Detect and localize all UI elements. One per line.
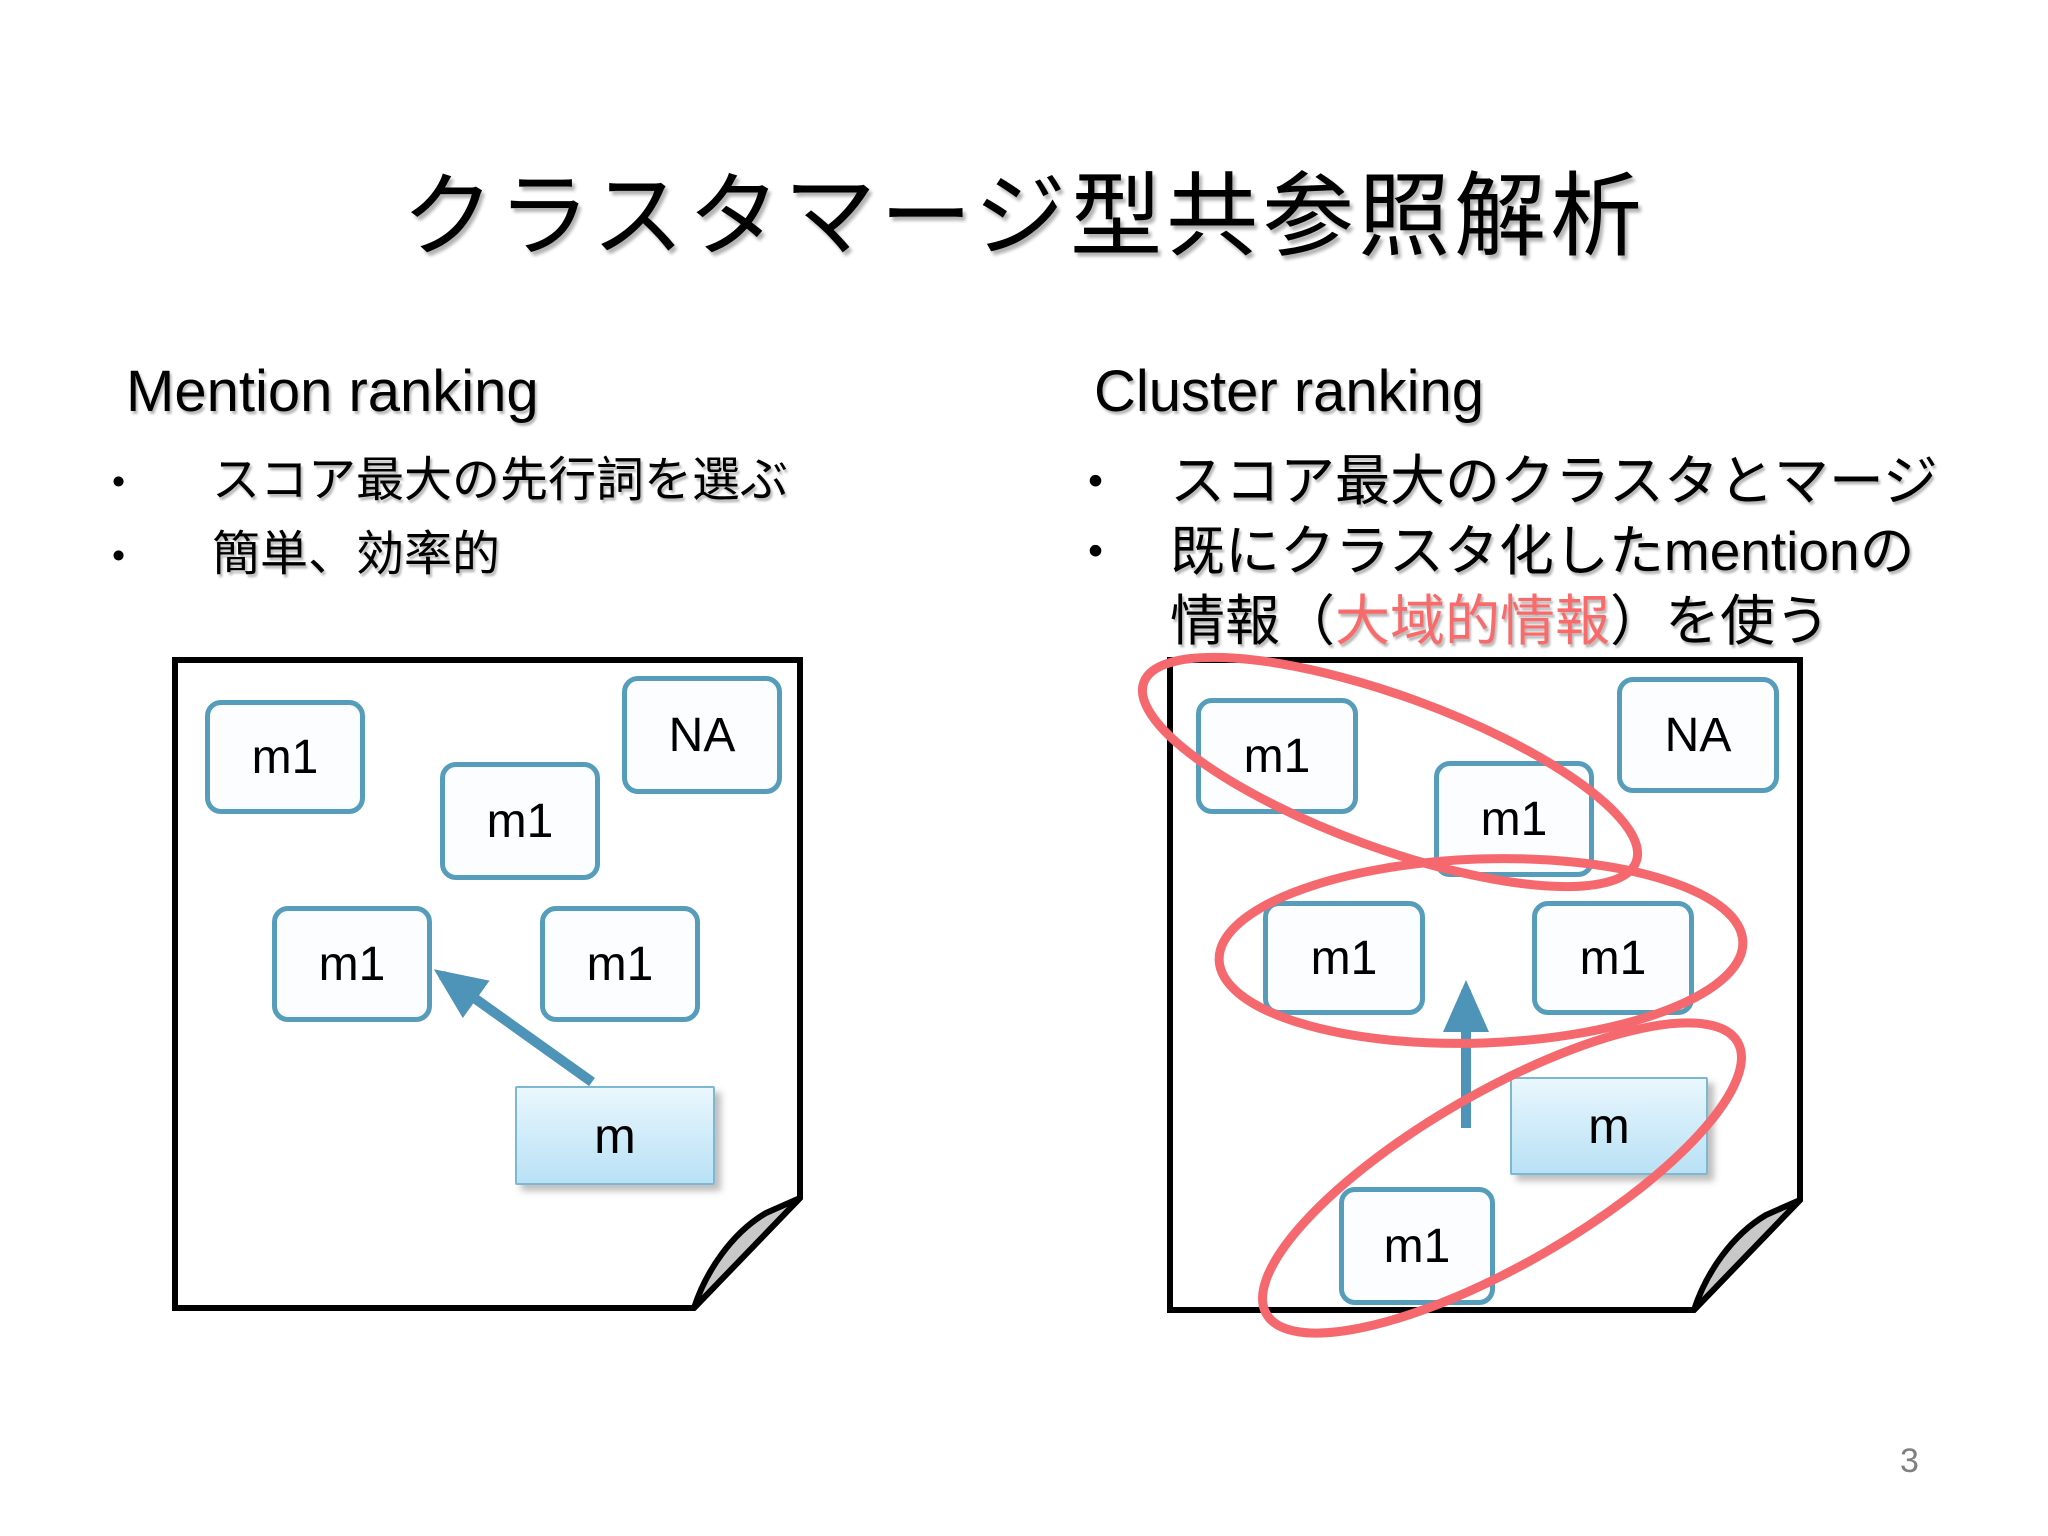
slide-title: クラスタマージ型共参照解析 (401, 166, 1647, 268)
right-bullet-list: • スコア最大のクラスタとマージ • 既にクラスタ化したmentionの 情報（… (1082, 446, 1938, 656)
bullet-dot: • (1088, 457, 1104, 505)
left-bullet-1: • スコア最大の先行詞を選ぶ (104, 444, 788, 518)
left-bullet-1-text: スコア最大の先行詞を選ぶ (212, 454, 789, 507)
mention-box-m1: m1 (1263, 901, 1425, 1015)
bullet-dot: • (112, 460, 126, 502)
page-number: 3 (1900, 1442, 1919, 1480)
cluster-ellipse-bottom (1258, 1018, 1746, 1338)
mention-box-m1: m1 (1196, 698, 1358, 814)
bullet2-highlight-red: 大域的情報 (1335, 590, 1611, 652)
mention-box-m1: m1 (272, 906, 432, 1022)
left-bullet-list: • スコア最大の先行詞を選ぶ • 簡単、効率的 (104, 444, 788, 592)
right-folded-corner-icon (1691, 1197, 1803, 1313)
right-bullet-1-text: スコア最大のクラスタとマージ (1170, 450, 1938, 512)
mention-box-m1: m1 (205, 700, 365, 814)
mention-box-m1: m1 (540, 906, 700, 1022)
right-bullet-2-line2: 情報（大域的情報）を使う (1170, 586, 1915, 656)
left-bullet-2-text: 簡単、効率的 (212, 528, 501, 581)
mention-box-m1: m1 (1532, 901, 1694, 1015)
mention-box-m1: m1 (1434, 761, 1594, 877)
left-heading: Mention ranking (126, 359, 539, 424)
right-bullet-1: • スコア最大のクラスタとマージ (1082, 446, 1938, 516)
mention-box-m1: m1 (1339, 1187, 1495, 1305)
right-heading: Cluster ranking (1094, 359, 1485, 424)
new-mention-box-m: m (515, 1086, 715, 1185)
bullet-dot: • (1088, 527, 1104, 575)
right-bullet-2-line1: 既にクラスタ化したmentionの (1170, 520, 1915, 582)
left-folded-corner-icon (691, 1195, 803, 1311)
bullet2-suffix: ）を使う (1610, 590, 1831, 652)
right-bullet-2-text: 既にクラスタ化したmentionの 情報（大域的情報）を使う (1170, 516, 1915, 656)
left-bullet-2: • 簡単、効率的 (104, 518, 788, 592)
mention-box-m1: m1 (440, 762, 600, 880)
bullet-dot: • (112, 534, 126, 576)
new-mention-box-m: m (1510, 1077, 1708, 1175)
bullet2-prefix: 情報（ (1170, 590, 1336, 652)
na-box: NA (622, 676, 782, 794)
right-bullet-2: • 既にクラスタ化したmentionの 情報（大域的情報）を使う (1082, 516, 1938, 656)
na-box: NA (1617, 677, 1779, 793)
